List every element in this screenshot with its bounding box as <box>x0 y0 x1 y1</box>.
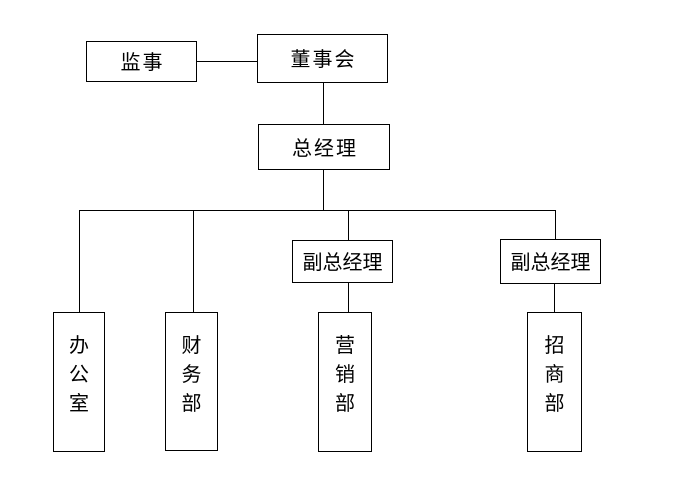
node-finance-dept: 财 务 部 <box>165 312 218 451</box>
node-office: 办 公 室 <box>53 312 105 452</box>
connector-bus-finance-dept <box>193 210 194 312</box>
connector-bus-deputy-gm-2 <box>555 210 556 239</box>
connector-bus <box>79 210 556 211</box>
node-supervisor: 监事 <box>86 41 197 82</box>
node-office-label: 办 公 室 <box>69 335 89 415</box>
node-investment-dept: 招 商 部 <box>527 312 582 452</box>
connector-deputy-gm-2-investment <box>554 284 555 312</box>
node-deputy-gm-1-label: 副总经理 <box>302 252 383 274</box>
connector-bus-office <box>79 210 80 312</box>
connector-deputy-gm-1-marketing <box>348 283 349 312</box>
node-deputy-gm-1: 副总经理 <box>292 240 393 283</box>
node-deputy-gm-2-label: 副总经理 <box>510 252 591 274</box>
node-supervisor-label: 监事 <box>120 52 165 74</box>
node-finance-dept-label: 财 务 部 <box>181 335 202 415</box>
node-investment-dept-label: 招 商 部 <box>544 335 565 415</box>
node-marketing-dept-label: 营 销 部 <box>335 335 355 415</box>
connector-general-manager-bus <box>323 170 324 211</box>
node-general-manager: 总经理 <box>258 124 390 170</box>
node-general-manager-label: 总经理 <box>292 137 358 160</box>
node-marketing-dept: 营 销 部 <box>318 312 372 452</box>
node-deputy-gm-2: 副总经理 <box>500 239 601 284</box>
node-board: 董事会 <box>257 34 388 83</box>
connector-bus-deputy-gm-1 <box>348 210 349 240</box>
connector-board-general-manager <box>323 83 324 124</box>
connector-supervisor-board <box>197 61 257 62</box>
node-board-label: 董事会 <box>290 49 357 71</box>
